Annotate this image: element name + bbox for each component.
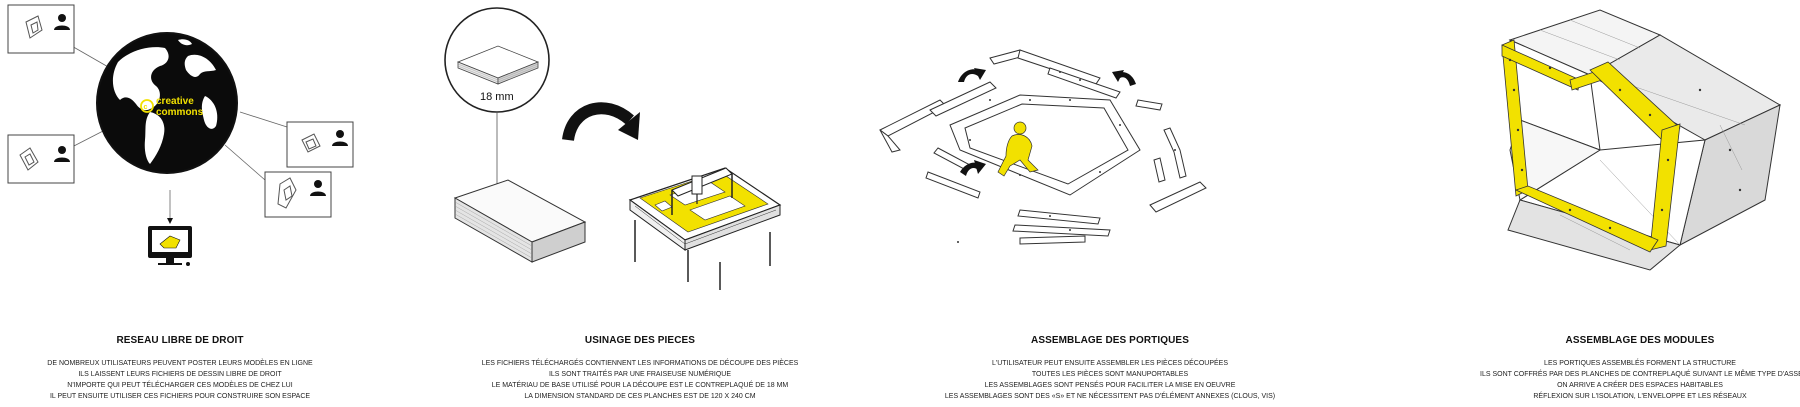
globe-icon bbox=[96, 32, 238, 174]
description-line: Toutes les pièces sont manuportables bbox=[1031, 371, 1189, 378]
description-line: La dimension standard de ces planches es… bbox=[524, 393, 756, 400]
panel-caption: ASSEMBLAGE DES MODULES Les portiques ass… bbox=[1480, 335, 1800, 402]
user-icon bbox=[54, 146, 70, 162]
module-sketch-icon bbox=[19, 147, 39, 171]
portal-assembly-illustration bbox=[879, 49, 1207, 245]
panel-modules: ASSEMBLAGE DES MODULES Les portiques ass… bbox=[1480, 0, 1800, 407]
panel-description: Les portiques assemblés forment la struc… bbox=[1480, 358, 1800, 402]
description-line: Le matériau de base utilisé pour la déco… bbox=[491, 382, 789, 389]
user-box-lower-right bbox=[264, 171, 332, 218]
description-line: Les portiques assemblés forment la struc… bbox=[1544, 360, 1736, 367]
module-assembly-illustration bbox=[1501, 9, 1782, 271]
user-icon bbox=[332, 130, 348, 146]
description-line: Les fichiers téléchargés contiennent les… bbox=[481, 360, 799, 367]
panel-title: RESEAU LIBRE DE DROIT bbox=[116, 335, 244, 346]
module-sketch-icon bbox=[25, 15, 43, 39]
rotation-arrow-icon bbox=[1112, 70, 1136, 86]
panel-description: L'utilisateur peut ensuite assembler les… bbox=[870, 358, 1350, 402]
user-box-top bbox=[7, 4, 75, 54]
computer-icon bbox=[148, 226, 192, 266]
thickness-label: 18 mm bbox=[480, 91, 514, 103]
description-line: Les assemblages sont pensés pour facilit… bbox=[984, 382, 1236, 389]
process-arrow-icon bbox=[562, 102, 640, 142]
rotation-arrow-icon bbox=[960, 160, 986, 176]
panel-caption: RESEAU LIBRE DE DROIT De nombreux utilis… bbox=[0, 335, 360, 402]
panel-reseau: c creative commons bbox=[0, 0, 360, 407]
description-line: L'utilisateur peut ensuite assembler les… bbox=[991, 360, 1229, 367]
description-line: De nombreux utilisateurs peuvent poster … bbox=[47, 360, 313, 367]
machining-illustration: 18 mm bbox=[444, 7, 782, 290]
description-line: Il peut ensuite utiliser ces fichiers po… bbox=[49, 393, 311, 400]
user-box-left bbox=[7, 134, 75, 184]
cnc-router bbox=[628, 167, 782, 290]
description-line: Les assemblages sont des «S» et ne néces… bbox=[944, 393, 1276, 400]
portal-frame bbox=[1501, 39, 1681, 253]
panel-title: ASSEMBLAGE DES MODULES bbox=[1565, 335, 1715, 346]
rotation-arrow-icon bbox=[958, 68, 986, 82]
thickness-magnifier: 18 mm bbox=[444, 7, 550, 113]
description-line: On arrive a créer des espaces habitables bbox=[1557, 382, 1723, 389]
user-icon bbox=[310, 180, 326, 196]
description-line: Réflexion sur l'isolation, l'enveloppe e… bbox=[1533, 393, 1747, 400]
module-sketch-icon bbox=[277, 177, 297, 209]
panel-description: Les fichiers téléchargés contiennent les… bbox=[440, 358, 840, 402]
panel-caption: USINAGE DES PIECES Les fichiers téléchar… bbox=[440, 335, 840, 402]
panel-portiques: ASSEMBLAGE DES PORTIQUES L'utilisateur p… bbox=[870, 0, 1350, 407]
module-sketch-icon bbox=[301, 133, 321, 153]
user-icon bbox=[54, 14, 70, 30]
svg-text:commons: commons bbox=[156, 107, 204, 118]
plywood-board bbox=[453, 179, 587, 263]
description-line: Ils laissent leurs fichiers de dessin li… bbox=[78, 371, 282, 378]
panel-description: De nombreux utilisateurs peuvent poster … bbox=[0, 358, 360, 402]
panel-caption: ASSEMBLAGE DES PORTIQUES L'utilisateur p… bbox=[870, 335, 1350, 402]
user-box-right bbox=[286, 121, 354, 168]
panel-usinage: 18 mm bbox=[440, 0, 840, 407]
description-line: N'importe qui peut télécharger ces modèl… bbox=[67, 382, 293, 389]
creative-commons-logo: c creative commons bbox=[140, 96, 204, 118]
description-line: Ils sont traités par une fraiseuse numér… bbox=[548, 371, 732, 378]
panel-title: USINAGE DES PIECES bbox=[584, 335, 696, 346]
network-illustration: c creative commons bbox=[7, 4, 354, 266]
svg-text:creative: creative bbox=[156, 96, 194, 107]
panel-title: ASSEMBLAGE DES PORTIQUES bbox=[1031, 335, 1189, 346]
description-line: Ils sont coffrés par des planches de con… bbox=[1480, 371, 1800, 378]
svg-text:c: c bbox=[144, 104, 148, 111]
person-figure bbox=[997, 121, 1039, 177]
